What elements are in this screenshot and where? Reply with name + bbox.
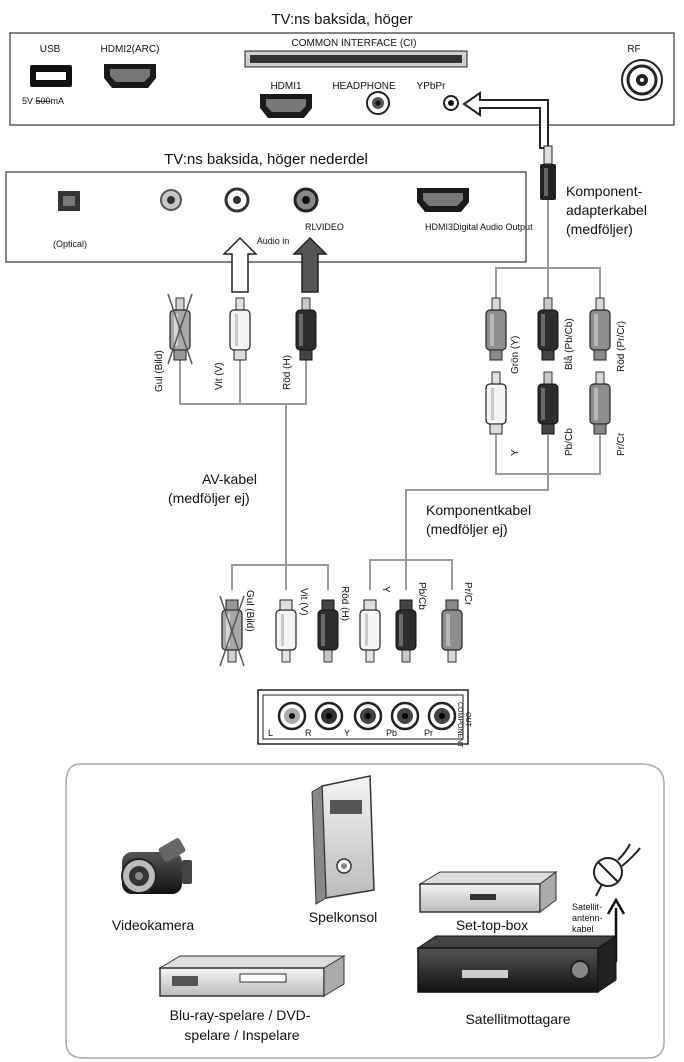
jack-label-r: R [305, 728, 312, 738]
audio-l-jack[interactable] [224, 187, 250, 213]
rl-video-label: RLVIDEO [305, 222, 344, 232]
camcorder-icon [121, 838, 192, 894]
component-adapter-cable: Grön (Y) Blå (Pb/Cb) Röd (Pr/Cr) Y Pb/Cb… [369, 267, 627, 590]
adapter-label-green: Grön (Y) [510, 336, 521, 374]
optical-port[interactable] [58, 191, 80, 211]
ypbpr-jack[interactable] [443, 95, 459, 111]
ypbpr-arrow-icon [462, 91, 549, 149]
bottom-panel-title: TV:ns baksida, höger nederdel [164, 151, 368, 168]
component-plug-pr-top[interactable] [589, 371, 611, 435]
jack-unused[interactable] [160, 189, 182, 211]
device-plug-yellow[interactable] [219, 595, 245, 667]
av-plug-label-white: Vit (V) [214, 362, 225, 390]
device-plug-pr[interactable] [441, 599, 463, 663]
component-plug-pb-top[interactable] [537, 371, 559, 435]
usb-port[interactable] [30, 65, 72, 87]
satellite-receiver-icon [416, 935, 618, 993]
satellite-receiver-label: Satellitmottagare [465, 1011, 570, 1027]
component-label-pr: Pr/Cr [616, 432, 627, 456]
audio-r-jack[interactable] [293, 187, 319, 213]
av-cable: Gul (Bild) Vit (V) Röd (H) AV-kabel (med… [154, 293, 329, 590]
device-jack-pb[interactable] [390, 701, 420, 731]
usb-power-label: 5V 500mA [22, 96, 64, 106]
hdmi2-label: HDMI2(ARC) [101, 44, 160, 55]
device-plug-label-pr: Pr/Cr [462, 582, 473, 606]
ci-slot[interactable] [244, 50, 468, 68]
device-plug-label-pb: Pb/Cb [416, 582, 427, 610]
rf-connector[interactable] [621, 59, 663, 101]
bluray-label: Blu-ray-spelare / DVD- spelare / Inspela… [170, 1007, 315, 1043]
device-plug-label-yellow: Gul (Bild) [244, 590, 255, 632]
adapter-plug-blue[interactable] [537, 297, 559, 361]
rf-label: RF [627, 44, 640, 55]
ypbpr-label: YPbPr [417, 81, 447, 92]
component-out-label: COMPONENT [456, 702, 463, 748]
jack-label-pb: Pb [386, 728, 397, 738]
component-cable-caption-1: Komponentkabel [426, 502, 531, 518]
headphone-jack[interactable] [366, 91, 390, 115]
hdmi1-port[interactable] [260, 94, 312, 118]
device-output-panel: L R Y Pb Pr COMPONENT OUT [257, 689, 471, 748]
top-panel-title: TV:ns baksida, höger [271, 11, 412, 28]
device-jack-r[interactable] [314, 701, 344, 731]
component-cable-caption-2: (medföljer ej) [426, 521, 508, 537]
satellite-dish-icon [593, 843, 641, 897]
device-plug-red[interactable] [317, 599, 339, 663]
arrow-up-white-icon [222, 236, 258, 293]
devices-area: Videokamera Spelkonsol Set-top-box [65, 763, 665, 1059]
av-plug-yellow-top[interactable] [167, 293, 193, 365]
device-plug-y[interactable] [359, 599, 381, 663]
av-plug-label-yellow: Gul (Bild) [154, 350, 165, 392]
satellite-cable-label: Satellit- antenn- kabel [572, 902, 605, 934]
component-label-pb: Pb/Cb [564, 428, 575, 456]
av-plug-white-top[interactable] [229, 297, 251, 361]
component-out-label-2: OUT [464, 712, 471, 728]
av-cable-caption-1: AV-kabel [202, 471, 257, 487]
adapter-plug-green[interactable] [485, 297, 507, 361]
jack-label-y: Y [344, 728, 350, 738]
av-plug-label-red: Röd (H) [282, 355, 293, 390]
component-plug-y-top[interactable] [485, 371, 507, 435]
hdmi2-port[interactable] [104, 64, 156, 88]
device-jack-l[interactable] [277, 701, 307, 731]
component-adapter-plug[interactable] [540, 145, 556, 268]
camcorder-label: Videokamera [112, 917, 194, 933]
arrow-up-dark-icon [292, 236, 328, 293]
device-jack-y[interactable] [353, 701, 383, 731]
usb-label: USB [40, 44, 61, 55]
hdmi3-port[interactable] [417, 188, 469, 212]
adapter-plug-red[interactable] [589, 297, 611, 361]
adapter-label-blue: Blå (Pb/Cb) [563, 318, 575, 370]
settopbox-label: Set-top-box [456, 917, 528, 933]
jack-label-l: L [268, 728, 273, 738]
headphone-label: HEADPHONE [332, 81, 396, 92]
device-plug-label-red: Röd (H) [339, 586, 350, 621]
av-cable-caption-2: (medföljer ej) [168, 490, 250, 506]
adapter-label-red: Röd (Pr/Cr) [616, 321, 627, 372]
audio-in-label: Audio in [257, 236, 290, 246]
device-jack-pr[interactable] [427, 701, 457, 731]
device-side-plugs: Gul (Bild) Vit (V) Röd (H) Y Pb/Cb Pr/Cr [219, 582, 473, 667]
game-console-icon [311, 775, 375, 905]
device-plug-pb[interactable] [395, 599, 417, 663]
device-plug-white[interactable] [275, 599, 297, 663]
svg-text:Komponent-: Komponent- [566, 183, 643, 199]
svg-text:(medföljer): (medföljer) [566, 221, 633, 237]
bottom-panel: TV:ns baksida, höger nederdel (Optical) … [5, 151, 533, 293]
hdmi1-label: HDMI1 [270, 81, 302, 92]
jack-label-pr: Pr [424, 728, 433, 738]
av-plug-red-top[interactable] [295, 297, 317, 361]
adapter-caption: Komponent- adapterkabel (medföljer) [566, 183, 647, 237]
svg-text:adapterkabel: adapterkabel [566, 202, 647, 218]
device-plug-label-y: Y [380, 586, 391, 593]
hdmi3-label: HDMI3Digital Audio Output [425, 222, 533, 232]
game-console-label: Spelkonsol [309, 909, 378, 925]
top-panel: TV:ns baksida, höger USB 5V 500mA HDMI2(… [9, 11, 675, 149]
device-plug-label-white: Vit (V) [298, 588, 309, 616]
ci-label: COMMON INTERFACE (CI) [292, 38, 417, 49]
settopbox-icon [418, 871, 558, 913]
optical-label: (Optical) [53, 239, 87, 249]
bluray-player-icon [158, 955, 346, 997]
component-label-y: Y [510, 449, 521, 456]
